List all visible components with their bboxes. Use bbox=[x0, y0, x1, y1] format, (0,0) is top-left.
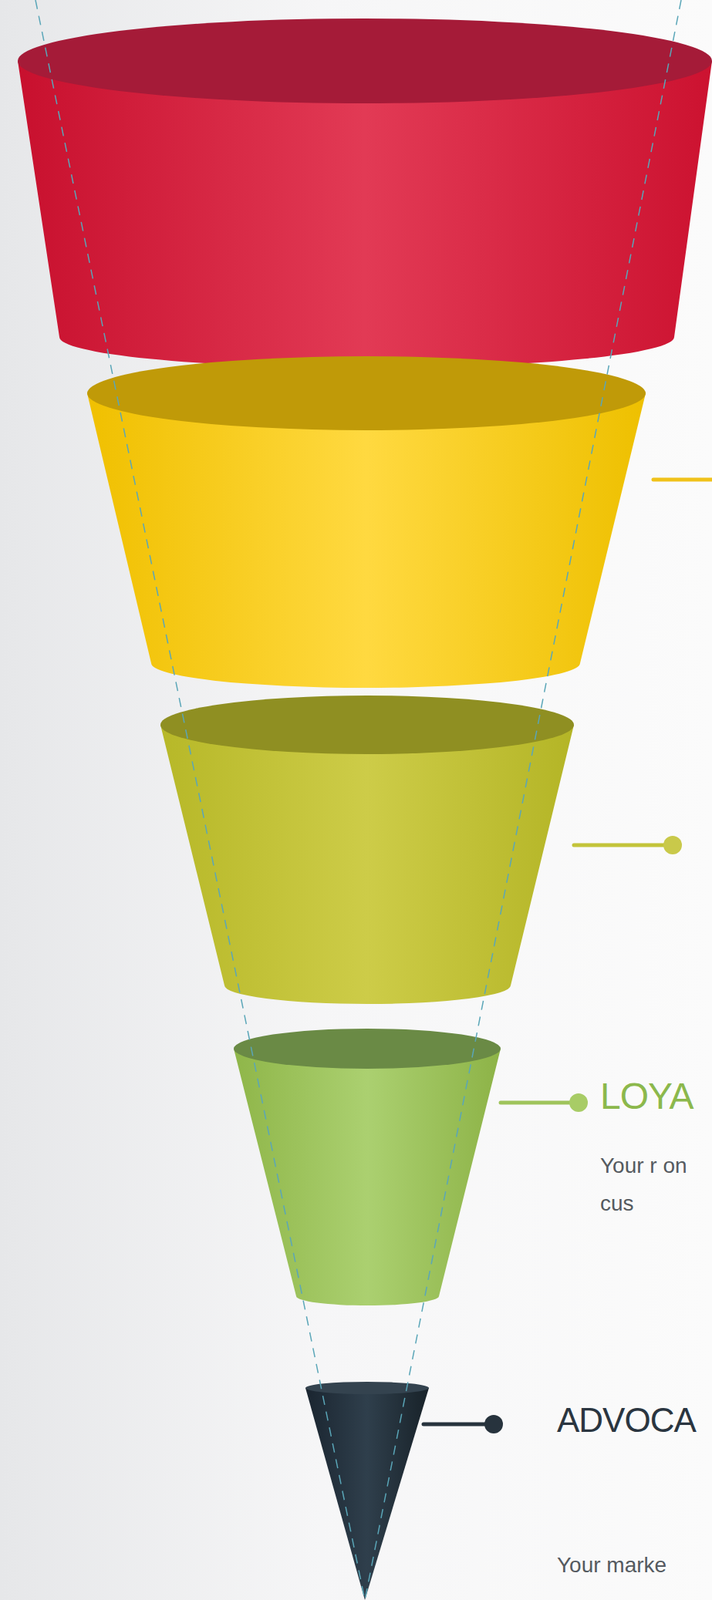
funnel-yellow bbox=[87, 356, 646, 689]
stage-heading: LOYA bbox=[600, 1078, 709, 1116]
guide-lines bbox=[35, 0, 682, 1600]
stage-heading: ADVOCA bbox=[556, 1403, 712, 1438]
stage-description: Your r on cus bbox=[600, 1147, 697, 1223]
stage-description: Your marke bbox=[556, 1546, 712, 1585]
funnel-red bbox=[17, 18, 712, 368]
leader-lines bbox=[423, 479, 712, 1435]
funnel-cone bbox=[305, 1382, 429, 1600]
funnel-green bbox=[233, 1029, 501, 1306]
funnel-olive bbox=[160, 695, 574, 1005]
